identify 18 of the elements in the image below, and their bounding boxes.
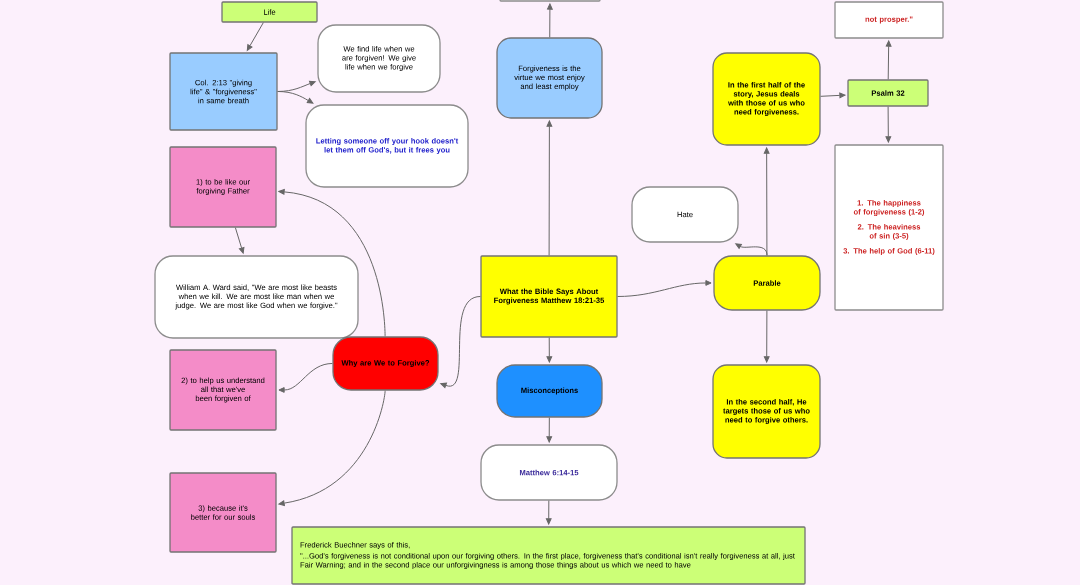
arrow: [547, 3, 553, 38]
arrow: [820, 92, 846, 99]
arrow: [234, 227, 245, 254]
arrow: [278, 390, 386, 506]
arrow: [546, 417, 553, 443]
arrow: [545, 500, 552, 525]
arrow: [278, 363, 333, 393]
arrow: [885, 106, 892, 143]
arrow: [440, 296, 481, 389]
arrow: [278, 189, 386, 337]
arrow: [763, 147, 770, 256]
arrow: [617, 280, 712, 297]
arrow: [763, 310, 770, 363]
arrow: [885, 40, 892, 80]
arrow: [277, 91, 314, 104]
arrow: [546, 120, 553, 256]
arrow: [246, 22, 264, 51]
arrow: [546, 337, 553, 363]
